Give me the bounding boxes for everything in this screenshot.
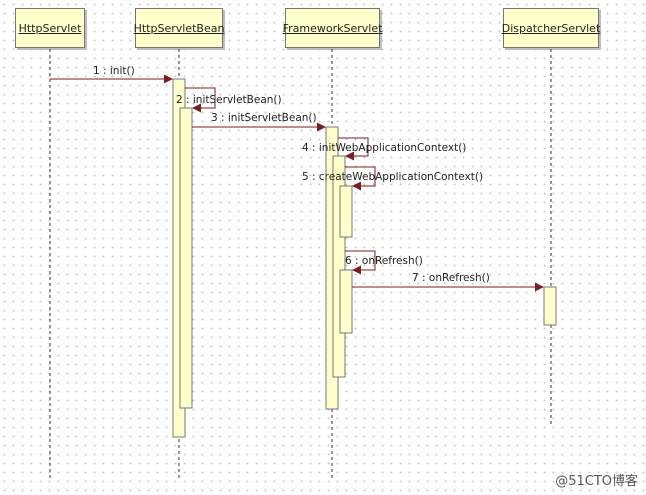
activation-frameworkservlet-create[interactable] [339, 185, 353, 238]
message-5-arrow[interactable] [345, 166, 376, 191]
message-5-label: 5 : createWebApplicationContext() [302, 171, 484, 183]
message-7-label: 7 : onRefresh() [412, 272, 490, 284]
message-4-arrow[interactable] [338, 137, 369, 161]
lifeline-header-frameworkservlet[interactable]: FrameworkServlet [283, 8, 382, 48]
message-6-label: 6 : onRefresh() [345, 255, 423, 267]
activation-dispatcherservlet[interactable] [543, 286, 557, 326]
activation-frameworkservlet-onrefresh[interactable] [339, 269, 353, 334]
lifeline-header-dispatcherservlet[interactable]: DispatcherServlet [502, 8, 600, 48]
message-4-label: 4 : initWebApplicationContext() [302, 142, 467, 154]
message-3-label: 3 : initServletBean() [211, 112, 317, 124]
activation-httpservletbean-inner[interactable] [179, 107, 193, 409]
lifeline-header-httpservletbean[interactable]: HttpServletBean [134, 8, 224, 48]
lifeline-header-httpservlet[interactable]: HttpServlet [15, 8, 85, 48]
watermark: @51CTO博客 [555, 474, 638, 489]
message-2-arrow[interactable] [185, 87, 216, 113]
message-2-label: 2 : initServletBean() [176, 94, 282, 106]
message-1-label: 1 : init() [93, 65, 135, 77]
message-6-arrow[interactable] [345, 250, 376, 275]
